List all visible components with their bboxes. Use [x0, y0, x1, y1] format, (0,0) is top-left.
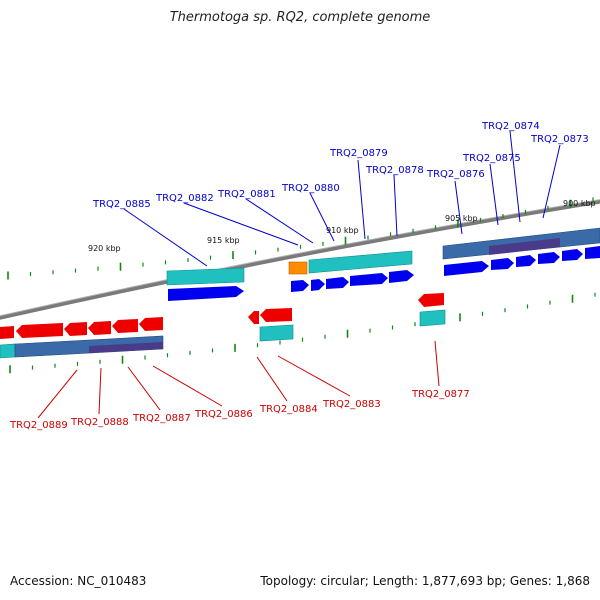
- tick-label-910-kbp: 910 kbp: [326, 226, 359, 235]
- callout-line-0875: [489, 163, 499, 226]
- gene-arrow-0877[interactable]: [418, 293, 444, 307]
- gene-arrow-0881[interactable]: [311, 279, 325, 291]
- gene-arrow-0889[interactable]: [0, 326, 14, 339]
- feature-bar-0889[interactable]: [0, 343, 16, 359]
- gene-arrow-0888[interactable]: [16, 323, 63, 338]
- scale-ticks: [7, 197, 596, 374]
- gene-arrow-0879[interactable]: [350, 273, 388, 286]
- callout-line-0888: [98, 367, 102, 415]
- gene-label-0876[interactable]: TRQ2_0876: [426, 169, 485, 180]
- feature-bar-0880-0878[interactable]: [308, 250, 413, 274]
- gene-arrow-0887[interactable]: [64, 322, 87, 336]
- gene-arrow-0875[interactable]: [491, 258, 514, 270]
- feature-bar-0885[interactable]: [166, 267, 245, 286]
- gene-arrow-0884a[interactable]: [248, 311, 259, 324]
- gene-label-0883[interactable]: TRQ2_0883: [322, 399, 381, 410]
- gene-label-0888[interactable]: TRQ2_0888: [70, 417, 129, 428]
- gene-arrow-0886b[interactable]: [112, 319, 138, 333]
- genome-backbone-highlight: [0, 199, 600, 317]
- domain-bar-0887[interactable]: [89, 342, 163, 353]
- callout-line-0876: [454, 180, 463, 235]
- gene-arrow-0876[interactable]: [444, 261, 489, 276]
- scale-tick-labels: 920 kbp 915 kbp 910 kbp 905 kbp 900 kbp: [88, 199, 596, 253]
- gene-label-0879[interactable]: TRQ2_0879: [329, 148, 388, 159]
- gene-arrow-0884[interactable]: [260, 308, 292, 322]
- gene-label-0882[interactable]: TRQ2_0882: [155, 193, 214, 204]
- genome-backbone: [0, 199, 600, 320]
- gene-arrow-0873[interactable]: [538, 252, 560, 264]
- tick-label-915-kbp: 915 kbp: [207, 236, 240, 245]
- callout-line-0873: [542, 144, 561, 219]
- forward-gene-callouts: TRQ2_0885 TRQ2_0882 TRQ2_0881 TRQ2_0880 …: [92, 121, 589, 267]
- callout-line-0882: [183, 202, 299, 246]
- gene-label-0874[interactable]: TRQ2_0874: [481, 121, 540, 132]
- callout-line-0880: [309, 192, 335, 242]
- gene-arrow-0886a[interactable]: [88, 321, 111, 335]
- callout-line-0886: [152, 365, 223, 407]
- gene-label-0885[interactable]: TRQ2_0885: [92, 199, 151, 210]
- callout-line-0884: [256, 356, 288, 402]
- gene-label-0873[interactable]: TRQ2_0873: [530, 134, 589, 145]
- gene-label-0878[interactable]: TRQ2_0878: [365, 165, 424, 176]
- tick-label-920-kbp: 920 kbp: [88, 244, 121, 253]
- gene-arrow-0871[interactable]: [585, 246, 600, 259]
- feature-tracks: [0, 227, 600, 359]
- feature-bar-0877[interactable]: [419, 309, 446, 327]
- rna-gene-0882[interactable]: [288, 261, 308, 275]
- gene-label-0886[interactable]: TRQ2_0886: [194, 409, 253, 420]
- callout-line-0879: [357, 159, 366, 240]
- gene-arrow-0878[interactable]: [389, 270, 414, 283]
- callout-line-0883: [277, 355, 351, 397]
- genome-title: Thermotoga sp. RQ2, complete genome: [169, 10, 431, 25]
- domain-bar-0875[interactable]: [489, 238, 560, 255]
- callout-line-0885: [123, 208, 208, 267]
- gene-label-0884[interactable]: TRQ2_0884: [259, 404, 318, 415]
- reverse-strand-genes: [0, 293, 444, 339]
- gene-label-0887[interactable]: TRQ2_0887: [132, 413, 191, 424]
- accession-label: Accession: NC_010483: [10, 574, 147, 588]
- gene-arrow-0872[interactable]: [562, 249, 583, 261]
- forward-strand-genes: [168, 246, 600, 301]
- callout-line-0878: [393, 174, 398, 237]
- gene-label-0875[interactable]: TRQ2_0875: [462, 153, 521, 164]
- gene-arrow-0880[interactable]: [326, 277, 349, 289]
- gene-label-0877[interactable]: TRQ2_0877: [411, 389, 470, 400]
- reverse-gene-callouts: TRQ2_0889 TRQ2_0888 TRQ2_0887 TRQ2_0886 …: [9, 340, 470, 431]
- gene-label-0889[interactable]: TRQ2_0889: [9, 420, 68, 431]
- callout-line-0874: [509, 130, 521, 223]
- gene-label-0881[interactable]: TRQ2_0881: [217, 189, 276, 200]
- gene-label-0880[interactable]: TRQ2_0880: [281, 183, 340, 194]
- callout-line-0881: [245, 198, 314, 244]
- tick-label-900-kbp: 900 kbp: [563, 199, 596, 208]
- gene-arrow-0886c[interactable]: [139, 317, 163, 331]
- feature-bar-0884[interactable]: [259, 324, 294, 342]
- tick-label-905-kbp: 905 kbp: [445, 214, 478, 223]
- gene-arrow-0882[interactable]: [291, 280, 309, 292]
- gene-arrow-0874[interactable]: [516, 255, 536, 267]
- callout-line-0889: [37, 369, 78, 419]
- genome-summary: Topology: circular; Length: 1,877,693 bp…: [260, 574, 590, 588]
- callout-line-0887: [127, 366, 161, 411]
- callout-line-0877: [434, 340, 440, 387]
- gene-arrow-0885[interactable]: [168, 286, 244, 301]
